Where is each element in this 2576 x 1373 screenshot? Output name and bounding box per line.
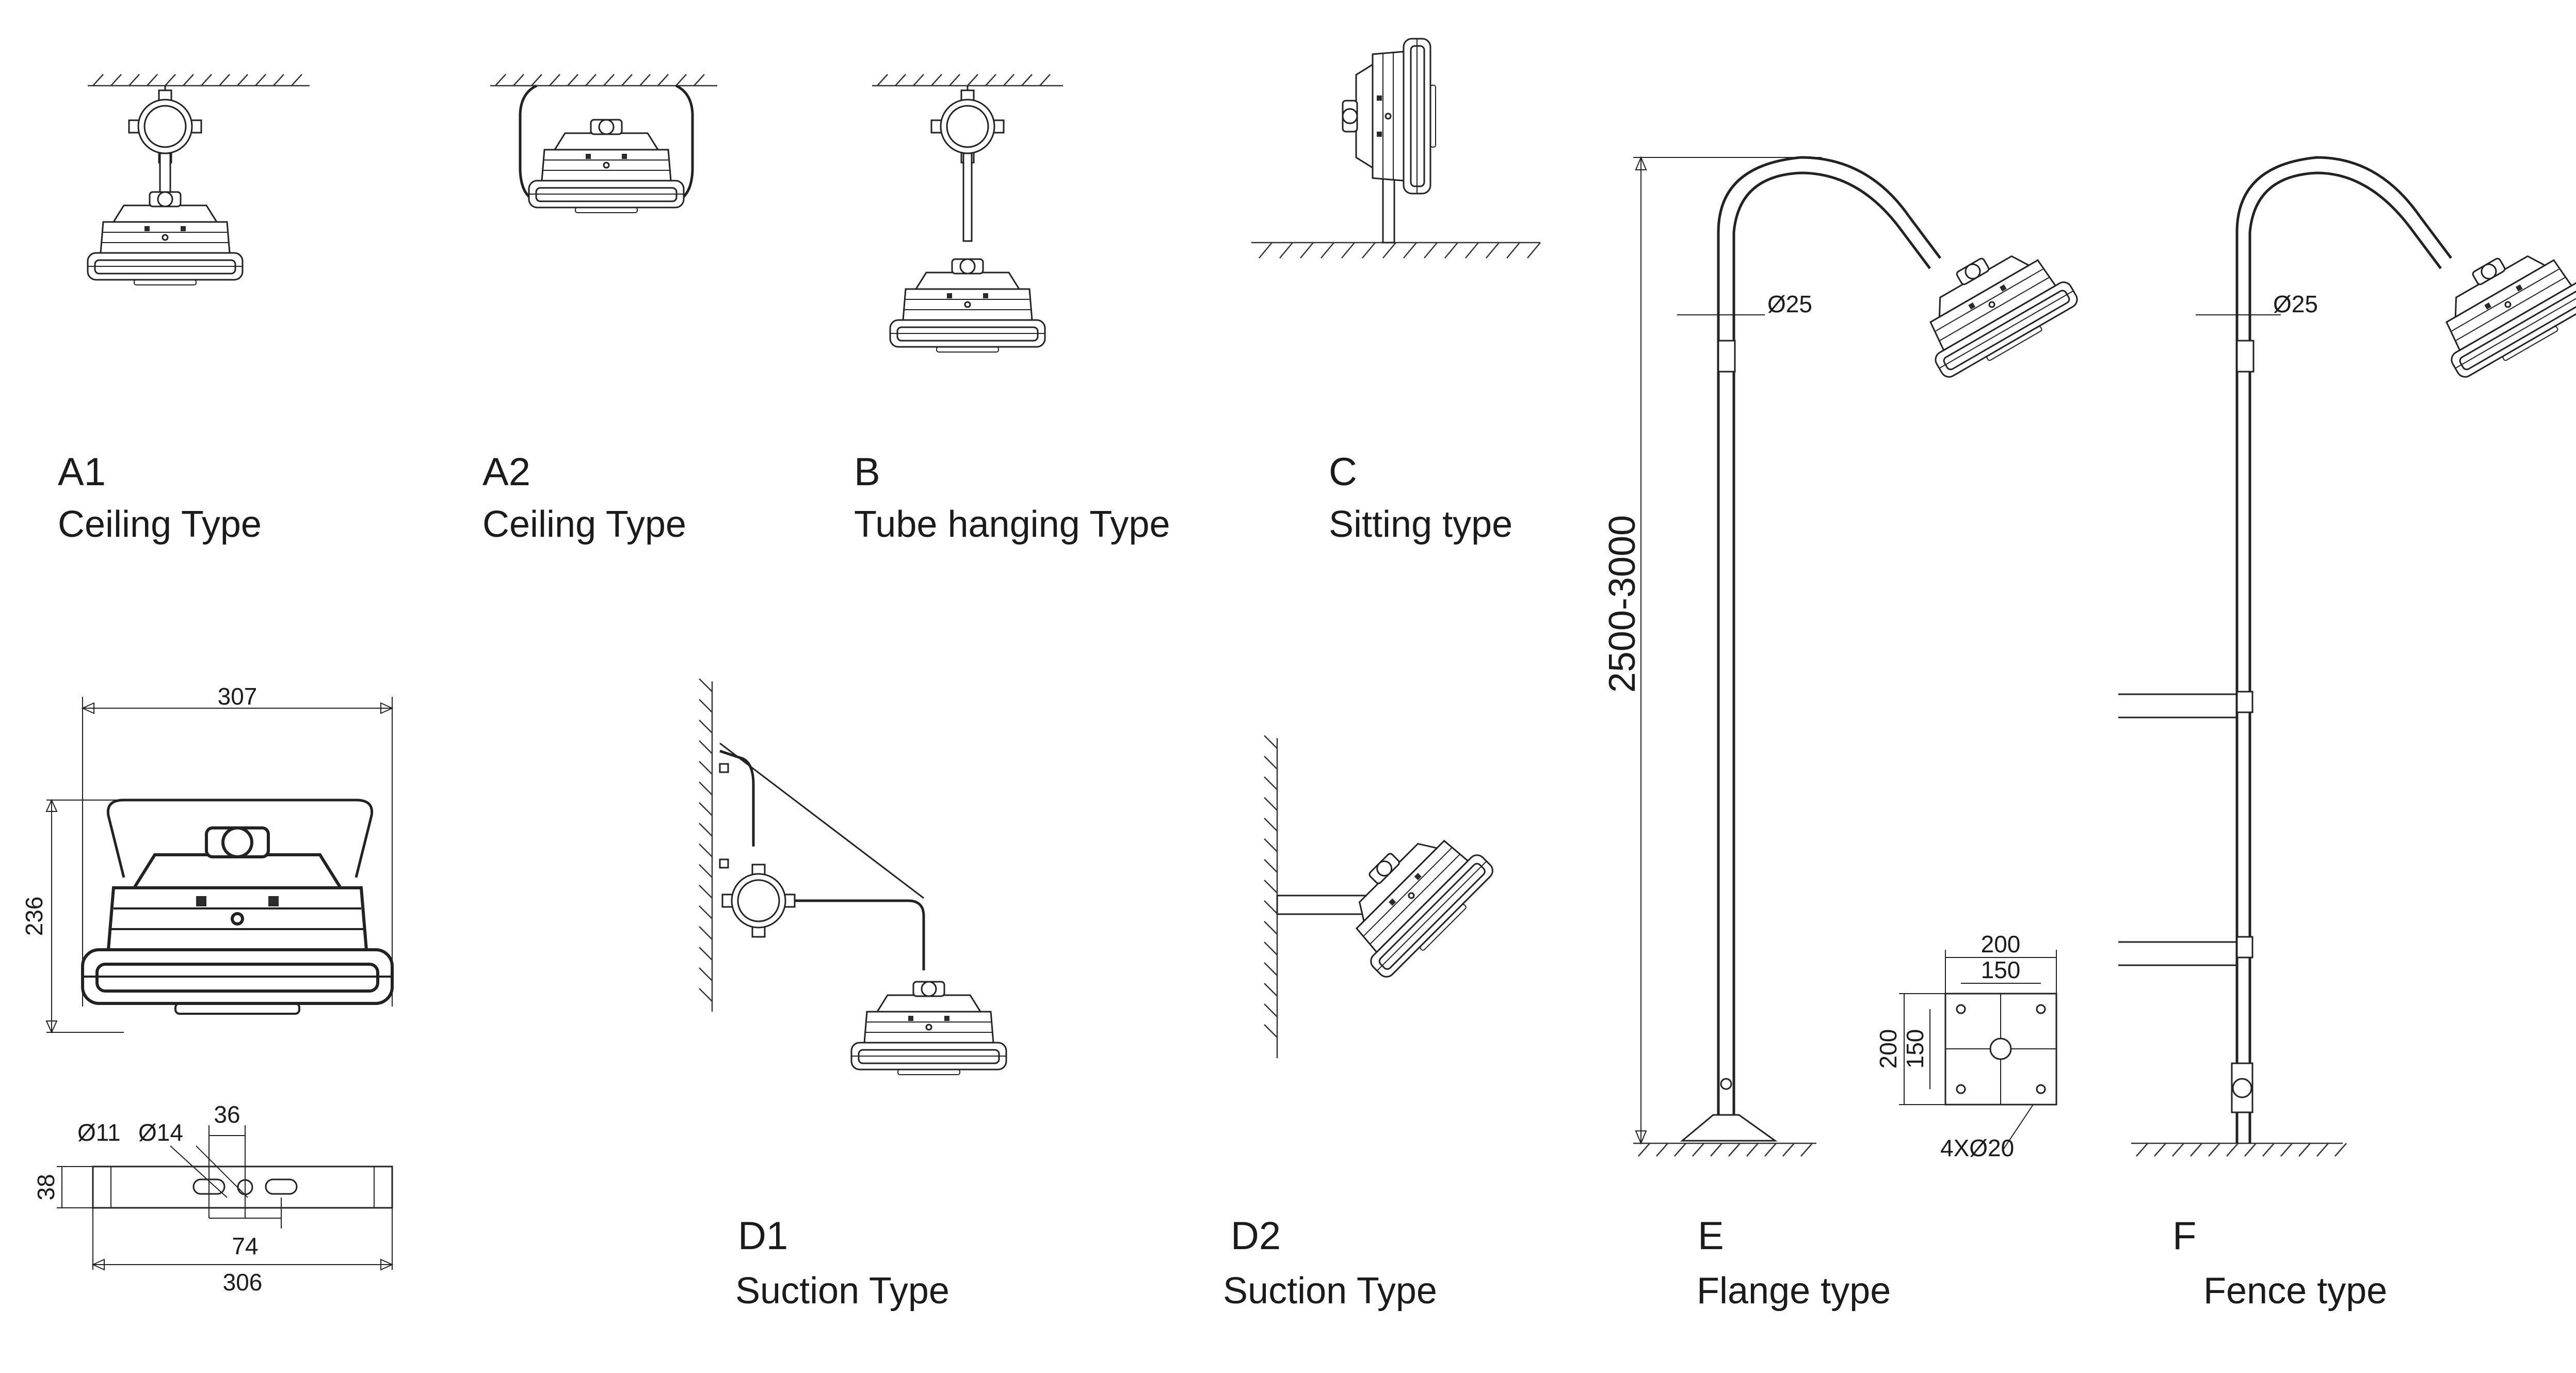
b-code: B bbox=[854, 450, 880, 494]
front-width-label: 307 bbox=[218, 683, 257, 710]
flange-inner-height-label: 150 bbox=[1902, 1029, 1928, 1069]
b-name: Tube hanging Type bbox=[854, 504, 1170, 545]
f-name: Fence type bbox=[2203, 1270, 2387, 1312]
c-name: Sitting type bbox=[1329, 504, 1512, 545]
d2-wall-arm-drawing bbox=[1264, 735, 1501, 1058]
f-code: F bbox=[2172, 1214, 2196, 1258]
a1-code: A1 bbox=[58, 450, 106, 494]
a2-caption: A2 Ceiling Type bbox=[482, 450, 686, 545]
a2-code: A2 bbox=[482, 450, 530, 494]
d1-code: D1 bbox=[738, 1214, 788, 1258]
c-code: C bbox=[1329, 450, 1357, 494]
b-caption: B Tube hanging Type bbox=[854, 450, 1170, 545]
flange-outer-height-label: 200 bbox=[1875, 1029, 1902, 1069]
mount-height-label: 38 bbox=[33, 1174, 59, 1200]
mount-length-label: 306 bbox=[223, 1269, 263, 1296]
flange-outer-width-label: 200 bbox=[1981, 931, 2021, 957]
c-sitting-drawing bbox=[1251, 38, 1541, 259]
a1-ceiling-mount-drawing bbox=[87, 74, 310, 286]
mount-hole-small-label: Ø11 bbox=[77, 1119, 121, 1146]
front-height-label: 236 bbox=[21, 897, 47, 936]
flange-holes-label: 4XØ20 bbox=[1940, 1135, 2014, 1161]
flange-inner-width-label: 150 bbox=[1981, 956, 2021, 983]
d1-caption: D1 Suction Type bbox=[735, 1214, 949, 1312]
e-tube-diameter-label: Ø25 bbox=[1767, 291, 1812, 317]
a2-name: Ceiling Type bbox=[482, 504, 686, 545]
d2-code: D2 bbox=[1231, 1214, 1281, 1258]
mount-offset-label: 36 bbox=[214, 1101, 240, 1128]
d2-caption: D2 Suction Type bbox=[1223, 1214, 1437, 1312]
e-caption: E Flange type bbox=[1697, 1214, 1891, 1312]
a1-caption: A1 Ceiling Type bbox=[58, 450, 262, 545]
e-pole-height-label: 2500-3000 bbox=[1602, 515, 1643, 693]
mount-bar-drawing bbox=[57, 1125, 394, 1271]
a1-name: Ceiling Type bbox=[58, 504, 262, 545]
flange-plate-detail bbox=[1899, 950, 2057, 1152]
f-tube-diameter-label: Ø25 bbox=[2273, 291, 2318, 317]
c-caption: C Sitting type bbox=[1329, 450, 1512, 545]
e-flange-pole-drawing bbox=[1633, 156, 2084, 1157]
front-view-drawing bbox=[45, 697, 392, 1034]
e-name: Flange type bbox=[1697, 1270, 1891, 1312]
d1-wall-suction-drawing bbox=[699, 678, 1007, 1076]
f-caption: F Fence type bbox=[2172, 1214, 2387, 1312]
d1-name: Suction Type bbox=[735, 1270, 949, 1312]
e-code: E bbox=[1698, 1214, 1724, 1258]
mount-hole-large-label: Ø14 bbox=[138, 1119, 183, 1146]
d2-name: Suction Type bbox=[1223, 1270, 1437, 1312]
b-tube-hanging-drawing bbox=[872, 74, 1063, 353]
mount-spacing-label: 74 bbox=[232, 1233, 258, 1259]
f-fence-pole-drawing bbox=[2118, 156, 2576, 1157]
a2-ceiling-bracket-drawing bbox=[490, 74, 717, 214]
